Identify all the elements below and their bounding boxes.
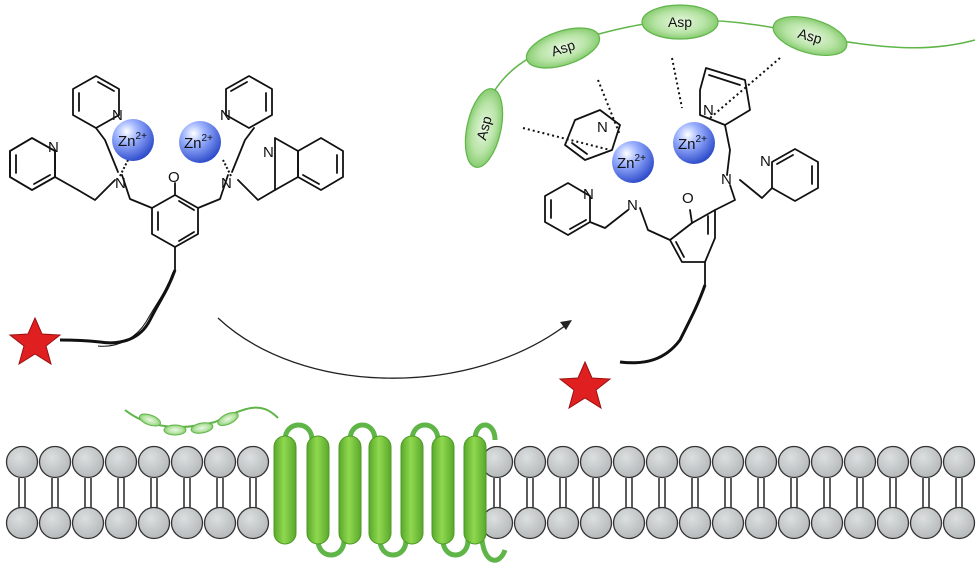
- right-amine-n-left: N: [627, 197, 638, 214]
- left-zinc-ion-left: Zn2+: [112, 119, 154, 161]
- asp-residue-2: Asp: [525, 27, 601, 69]
- left-n-side-right: N: [263, 144, 274, 161]
- asp-residue-4: Asp: [772, 15, 848, 57]
- left-ch2-side-right: [237, 179, 276, 201]
- left-pyridine-side-right: [274, 137, 344, 191]
- left-lipid-8: [236, 445, 270, 540]
- left-lipid-3: [71, 445, 105, 540]
- left-phenol-ring: [151, 182, 199, 248]
- right-complex: Asp Asp Asp Asp O N: [464, 4, 976, 410]
- right-lipid-14: [909, 445, 943, 540]
- right-lipid-2: [513, 445, 547, 540]
- left-pyridine-top-right: [225, 75, 273, 129]
- right-lipid-4: [579, 445, 613, 540]
- helix-tm5: [400, 435, 424, 545]
- right-lipid-12: [843, 445, 877, 540]
- left-coord-left: [119, 159, 129, 177]
- reaction-arrow: [217, 317, 572, 379]
- left-n-top-left: N: [112, 107, 123, 124]
- helix-tm7: [463, 435, 487, 545]
- svg-text:Zn2+: Zn2+: [617, 153, 646, 172]
- left-lipid-4: [104, 445, 138, 540]
- right-lipid-11: [810, 445, 844, 540]
- right-zinc-ion-left: Zn2+: [612, 141, 654, 183]
- right-zinc-ion-right: Zn2+: [673, 122, 715, 164]
- left-n-side-left: N: [48, 139, 59, 156]
- svg-text:Zn2+: Zn2+: [678, 134, 707, 153]
- right-lipid-7: [678, 445, 712, 540]
- right-lipid-10: [777, 445, 811, 540]
- asp-residue-3: Asp: [641, 4, 719, 40]
- svg-text:Zn2+: Zn2+: [184, 133, 213, 152]
- left-lipid-5: [137, 445, 171, 540]
- transmembrane-helices: [273, 435, 487, 545]
- left-pyridine-top-left: [72, 75, 120, 129]
- right-ch2-side-left: [589, 209, 629, 229]
- left-linker: [59, 269, 177, 345]
- right-pyridine-side-left: [544, 182, 591, 236]
- right-n-side-left: N: [583, 186, 594, 203]
- right-lipid-8: [711, 445, 745, 540]
- right-fluorophore-star: [558, 360, 612, 410]
- helix-tm1: [273, 435, 297, 545]
- right-lipid-3: [546, 445, 580, 540]
- right-n-top-left: N: [597, 119, 608, 136]
- left-amine-n-right: N: [221, 175, 232, 192]
- left-oxygen-label: O: [168, 169, 180, 186]
- svg-text:Zn2+: Zn2+: [118, 131, 147, 150]
- right-ch2-top-right: [724, 124, 731, 176]
- right-n-top-right: N: [703, 102, 714, 119]
- right-lipid-6: [645, 445, 679, 540]
- svg-text:Asp: Asp: [668, 14, 692, 30]
- left-arm-left: [121, 174, 153, 209]
- left-ch2-top-left: [95, 127, 119, 173]
- helix-tm4: [368, 435, 392, 545]
- right-linker: [619, 284, 707, 365]
- left-coord-right: [222, 159, 232, 177]
- right-lipid-13: [876, 445, 910, 540]
- right-lipid-1: [480, 445, 514, 540]
- right-pyridine-side-right: [771, 148, 819, 202]
- n-terminal-asp-beads: [139, 412, 239, 436]
- left-lipid-1: [5, 445, 39, 540]
- left-ch2-top-right: [231, 127, 255, 173]
- right-arm-right: [714, 184, 736, 211]
- right-amine-n-right: N: [721, 171, 732, 188]
- right-lipid-15: [942, 445, 976, 540]
- helix-tm3: [338, 435, 362, 545]
- right-oxygen-label: O: [682, 190, 694, 207]
- left-arm-right: [197, 174, 229, 209]
- right-n-side-right: N: [760, 153, 771, 170]
- svg-text:Asp: Asp: [796, 25, 824, 47]
- left-pyridine-side-left: [9, 137, 79, 191]
- lipid-bilayer-right: [480, 445, 976, 540]
- right-arm-left: [639, 207, 671, 241]
- helix-tm6: [431, 435, 455, 545]
- svg-text:Asp: Asp: [549, 37, 577, 60]
- left-lipid-2: [38, 445, 72, 540]
- right-ch2-side-right: [739, 179, 773, 199]
- interaction-hashes: [522, 57, 781, 151]
- left-ch2-side-left: [77, 179, 116, 201]
- right-pyridine-top-left: [564, 109, 621, 161]
- svg-text:Asp: Asp: [473, 114, 495, 142]
- lipid-bilayer-left: [5, 445, 270, 540]
- gpcr-receptor: [124, 406, 508, 563]
- helix-tm2: [306, 435, 330, 545]
- left-fluorophore-star: [8, 316, 62, 366]
- left-amine-n-left: N: [115, 175, 126, 192]
- left-lipid-6: [170, 445, 204, 540]
- left-complex: O N N N N N: [8, 75, 344, 366]
- asp-residue-1: Asp: [464, 88, 504, 168]
- right-lipid-9: [744, 445, 778, 540]
- left-zinc-ion-right: Zn2+: [179, 121, 221, 163]
- right-phenol-ring: [669, 209, 716, 263]
- right-lipid-5: [612, 445, 646, 540]
- left-n-top-right: N: [220, 107, 231, 124]
- left-lipid-7: [203, 445, 237, 540]
